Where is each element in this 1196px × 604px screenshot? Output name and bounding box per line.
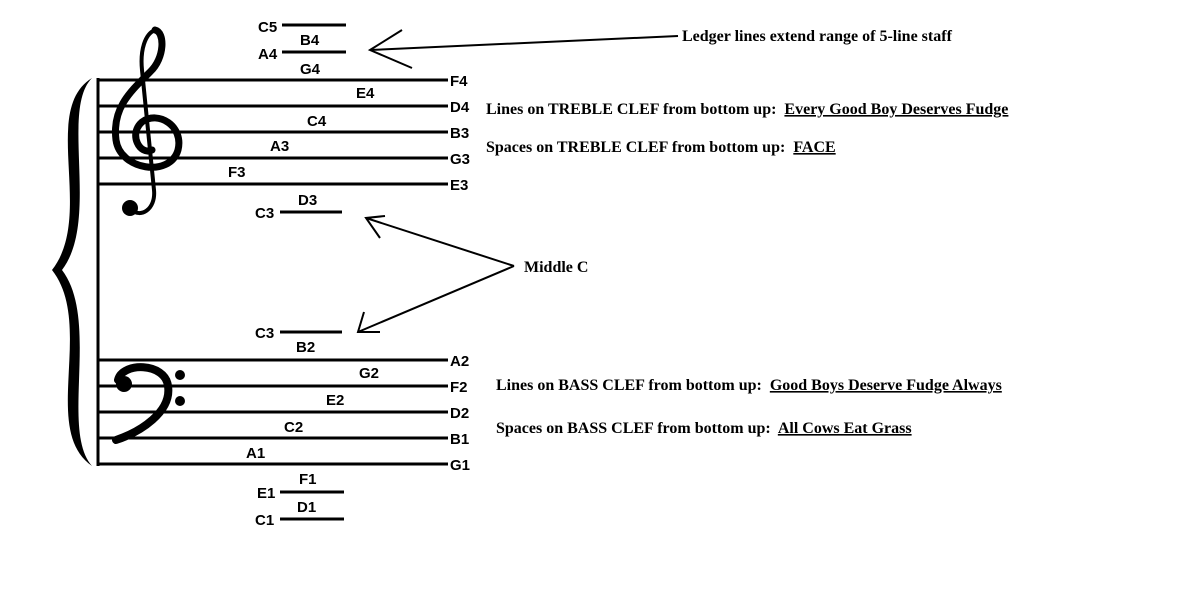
treble-line-label-d4: D4 (450, 99, 470, 116)
middle-c-arrows (356, 215, 515, 333)
middle-c-annotation: Middle C (524, 259, 588, 276)
treble-clef-icon (111, 26, 183, 216)
bass-space-label-a1: A1 (246, 445, 265, 462)
treble-ledger-label-a4: A4 (258, 46, 278, 63)
bass-space-label-d1: D1 (297, 499, 316, 516)
treble-line-label-g3: G3 (450, 151, 470, 168)
treble-staff (98, 78, 448, 186)
bass-staff (98, 358, 448, 466)
treble-space-label-a3: A3 (270, 138, 289, 155)
treble-space-label-b4: B4 (300, 32, 320, 49)
treble-spaces-mnemonic: FACE (793, 139, 835, 156)
bass-space-label-b2: B2 (296, 339, 315, 356)
bass-line-label-f2: F2 (450, 379, 468, 396)
treble-spaces-explanation: Spaces on TREBLE CLEF from bottom up: FA… (486, 139, 836, 156)
bass-spaces-mnemonic: All Cows Eat Grass (778, 420, 912, 437)
ledger-lines (280, 23, 346, 521)
bass-space-label-e2: E2 (326, 392, 344, 409)
treble-line-label-b3: B3 (450, 125, 469, 142)
brace-icon (52, 78, 92, 466)
bass-ledger-label-e1: E1 (257, 485, 275, 502)
treble-line-label-f4: F4 (450, 73, 468, 90)
treble-space-label-c4: C4 (307, 113, 327, 130)
treble-space-label-g4: G4 (300, 61, 321, 78)
bass-ledger-label-c1: C1 (255, 512, 274, 529)
treble-lines-explanation: Lines on TREBLE CLEF from bottom up: Eve… (486, 101, 1008, 118)
bass-lines-explanation: Lines on BASS CLEF from bottom up: Good … (496, 377, 1002, 394)
treble-space-label-e4: E4 (356, 85, 375, 102)
bass-space-label-f1: F1 (299, 471, 317, 488)
ledger-arrow (367, 29, 679, 69)
bass-space-label-c2: C2 (284, 419, 303, 436)
bass-line-label-d2: D2 (450, 405, 469, 422)
treble-space-label-f3: F3 (228, 164, 246, 181)
treble-space-label-d3: D3 (298, 192, 317, 209)
bass-lines-label: Lines on BASS CLEF from bottom up: (496, 377, 762, 394)
treble-spaces-label: Spaces on TREBLE CLEF from bottom up: (486, 139, 785, 156)
ledger-annotation: Ledger lines extend range of 5-line staf… (682, 28, 953, 45)
treble-lines-mnemonic: Every Good Boy Deserves Fudge (784, 101, 1008, 118)
bass-spaces-label: Spaces on BASS CLEF from bottom up: (496, 420, 771, 437)
bass-line-label-a2: A2 (450, 353, 469, 370)
bass-line-label-g1: G1 (450, 457, 470, 474)
bass-space-label-g2: G2 (359, 365, 379, 382)
bass-ledger-label-c3: C3 (255, 325, 274, 342)
treble-lines-label: Lines on TREBLE CLEF from bottom up: (486, 101, 776, 118)
bass-line-label-b1: B1 (450, 431, 469, 448)
bass-lines-mnemonic: Good Boys Deserve Fudge Always (770, 377, 1002, 394)
bass-clef-icon (112, 363, 185, 444)
treble-ledger-label-c5: C5 (258, 19, 277, 36)
treble-line-label-e3: E3 (450, 177, 468, 194)
bass-spaces-explanation: Spaces on BASS CLEF from bottom up: All … (496, 420, 912, 437)
treble-ledger-label-c3: C3 (255, 205, 274, 222)
